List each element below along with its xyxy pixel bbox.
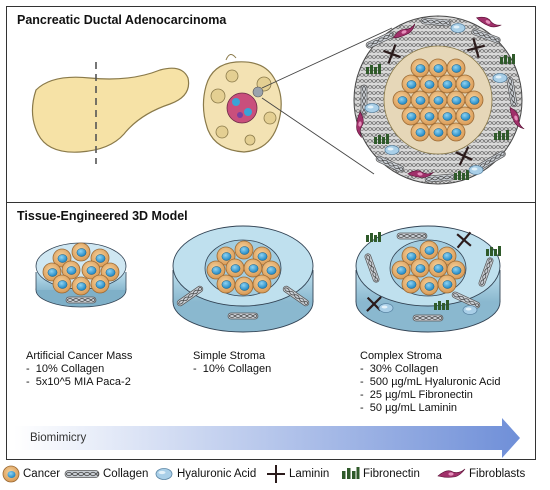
model-name: Complex Stroma [360, 350, 442, 362]
legend-label: Cancer [23, 468, 61, 480]
model-name: Artificial Cancer Mass [26, 350, 133, 362]
biomimicry-arrow [14, 418, 520, 458]
model-name: Simple Stroma [193, 350, 266, 362]
biomimicry-label: Biomimicry [30, 432, 87, 444]
model-component: 30% Collagen [360, 363, 500, 376]
legend-label: Fibroblasts [469, 468, 526, 480]
legend-item-collagen: Collagen [64, 462, 148, 486]
panel-title-pdac: Pancreatic Ductal Adenocarcinoma [17, 13, 227, 27]
legend-item-laminin: Laminin [266, 462, 329, 486]
legend-item-fibroblasts: Fibroblasts [436, 462, 525, 486]
pancreas-illustration [31, 62, 190, 164]
legend-label: Hyaluronic Acid [177, 468, 257, 480]
model-component: 10% Collagen [26, 363, 132, 376]
legend-item-hyaluronic-acid: Hyaluronic Acid [154, 462, 256, 486]
complex-stroma-model [355, 225, 501, 333]
fibroblast-icon [437, 468, 466, 478]
simple-stroma-model [172, 225, 314, 333]
model-component: 50 µg/mL Laminin [360, 402, 500, 415]
model-component: 10% Collagen [193, 363, 272, 376]
legend-label: Fibronectin [363, 468, 420, 480]
legend-label: Collagen [103, 468, 149, 480]
model-complex-stroma: Complex Stroma 30% Collagen 500 µg/mL Hy… [360, 350, 500, 415]
cancer-cell-icon [2, 465, 20, 483]
legend-label: Laminin [289, 468, 330, 480]
fibronectin-icon [342, 467, 360, 479]
zoom-lines [261, 27, 393, 175]
legend: Cancer Collagen Hyaluronic Acid Laminin [2, 462, 550, 486]
model-simple-stroma: Simple Stroma 10% Collagen [193, 350, 271, 376]
collagen-fiber-icon [64, 470, 100, 478]
tumor-microenvironment-illustration [353, 12, 525, 185]
panel-title-3d-model: Tissue-Engineered 3D Model [17, 209, 188, 223]
model-component: 5x10^5 MIA Paca-2 [26, 376, 132, 389]
model-component: 500 µg/mL Hyaluronic Acid [360, 376, 501, 389]
model-component: 25 µg/mL Fibronectin [360, 389, 500, 402]
legend-item-cancer: Cancer [2, 462, 60, 486]
laminin-cross-icon [267, 465, 285, 483]
artificial-cancer-mass-model [35, 242, 127, 308]
cross-section-illustration [202, 54, 282, 153]
model-artificial-cancer-mass: Artificial Cancer Mass 10% Collagen 5x10… [26, 350, 132, 389]
hyaluronic-acid-icon [155, 468, 173, 480]
legend-item-fibronectin: Fibronectin [340, 462, 420, 486]
